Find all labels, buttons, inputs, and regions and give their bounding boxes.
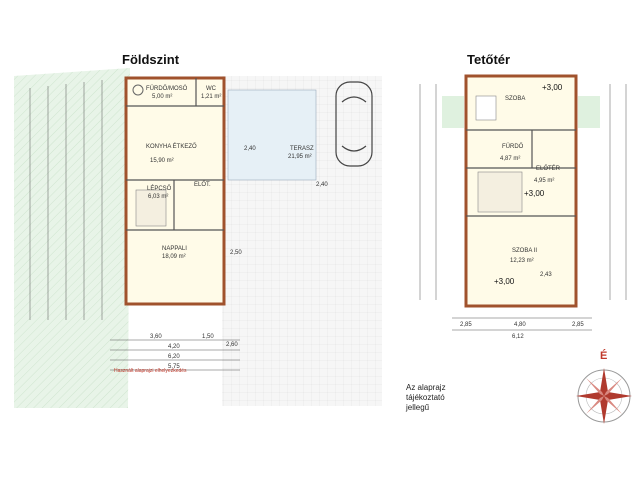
terrace-label: TERASZ bbox=[290, 146, 314, 152]
room-label: FÜRDŐ/MOSÓ bbox=[146, 85, 188, 92]
room-area: 12,23 m² bbox=[510, 258, 534, 264]
compass-rose bbox=[576, 368, 632, 424]
terrace-area bbox=[227, 89, 317, 181]
attic-stair bbox=[477, 171, 523, 213]
room-area: 4,87 m² bbox=[500, 156, 520, 162]
room-area: 1,21 m² bbox=[201, 94, 221, 100]
disclaimer-note: Az alaprajz tájékoztató jellegű bbox=[406, 383, 466, 413]
garden-note: Használt alaprajzi elhelyezkedés bbox=[114, 368, 187, 374]
dimension-label: 4,20 bbox=[168, 344, 180, 350]
dimension-label: 2,43 bbox=[540, 272, 552, 278]
dimension-label: 3,60 bbox=[150, 334, 162, 340]
room-area: 5,00 m² bbox=[152, 94, 172, 100]
dimension-lines-attic bbox=[419, 84, 627, 331]
dimension-label: 2,40 bbox=[316, 182, 328, 188]
room-label: KONYHA ÉTKEZŐ bbox=[146, 143, 197, 150]
dimension-label: 1,50 bbox=[202, 334, 214, 340]
attic-title: Tetőtér bbox=[467, 52, 511, 67]
room-label: FÜRDŐ bbox=[502, 143, 524, 150]
room-label: NAPPALI bbox=[162, 246, 187, 252]
dimension-lines-left bbox=[29, 80, 240, 371]
room-label: ELŐTÉR bbox=[536, 165, 561, 172]
dimension-label: 4,80 bbox=[514, 322, 526, 328]
shower-icon bbox=[132, 84, 144, 96]
north-label: É bbox=[600, 350, 608, 362]
attic-green-left bbox=[442, 96, 464, 128]
room-area: 6,03 m² bbox=[148, 194, 168, 200]
height-label: +3,00 bbox=[494, 277, 515, 286]
dimension-label: 2,85 bbox=[460, 322, 472, 328]
room-area: 18,09 m² bbox=[162, 254, 186, 260]
note-line: tájékoztató bbox=[406, 393, 445, 402]
attic-walls bbox=[466, 129, 576, 217]
dimension-label: 6,12 bbox=[512, 334, 524, 340]
dimension-label: 2,85 bbox=[572, 322, 584, 328]
garden-hatch bbox=[14, 68, 130, 408]
dimension-label: 2,50 bbox=[230, 250, 242, 256]
note-line: jellegű bbox=[406, 403, 430, 412]
dimension-label: 5,75 bbox=[168, 364, 180, 370]
car-icon bbox=[335, 81, 373, 167]
compass: É bbox=[574, 350, 634, 430]
height-label: +3,00 bbox=[524, 189, 545, 198]
room-area: 4,95 m² bbox=[534, 178, 554, 184]
room-area: 15,90 m² bbox=[150, 158, 174, 164]
height-label: +3,00 bbox=[542, 83, 563, 92]
note-line: Az alaprajz bbox=[406, 383, 446, 392]
dimension-label: 6,20 bbox=[168, 354, 180, 360]
room-label: LÉPCSŐ bbox=[147, 185, 172, 192]
stair-area bbox=[135, 189, 167, 227]
attic-green-right bbox=[578, 96, 600, 128]
dimension-label: 2,40 bbox=[244, 146, 256, 152]
room-label: SZOBA bbox=[505, 96, 525, 102]
ground-floor-walls bbox=[126, 78, 224, 231]
room-label: SZOBA II bbox=[512, 248, 537, 254]
ground-floor-title: Földszint bbox=[122, 52, 180, 67]
dimension-label: 2,60 bbox=[226, 342, 238, 348]
room-label: ELŐT. bbox=[194, 181, 211, 188]
room-label: WC bbox=[206, 86, 217, 92]
attic-bath-fixture bbox=[475, 95, 497, 121]
terrace-area: 21,95 m² bbox=[288, 154, 312, 160]
